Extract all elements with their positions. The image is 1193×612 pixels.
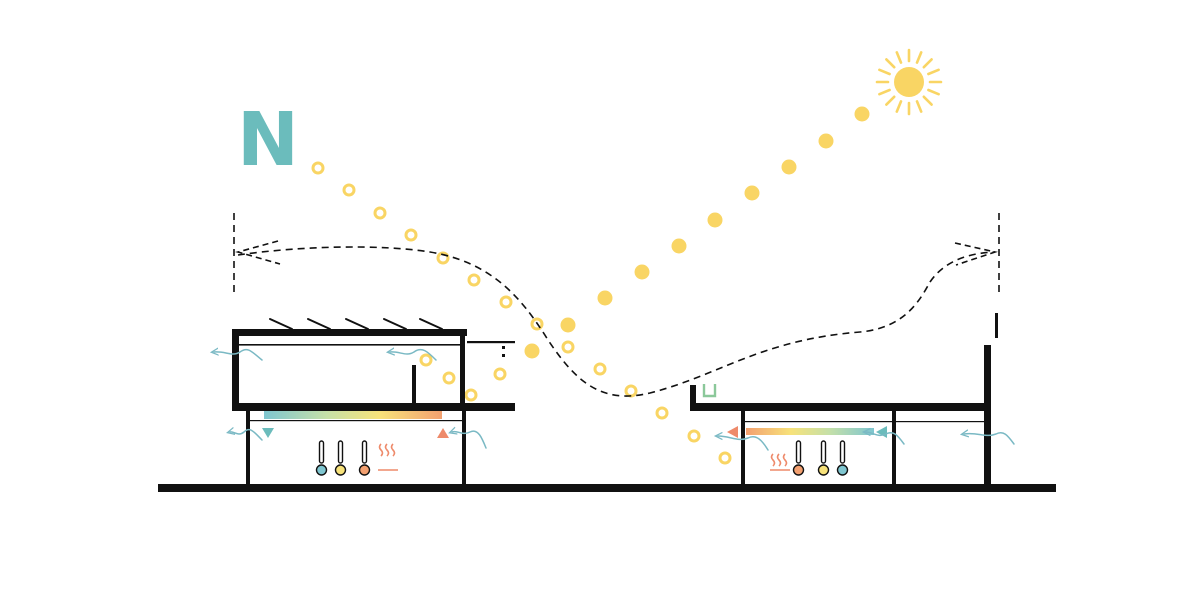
roof-garden-icon bbox=[702, 384, 717, 398]
sun-ray bbox=[878, 88, 891, 96]
sun-ray bbox=[885, 58, 896, 69]
sun-ray bbox=[927, 88, 940, 96]
sun-ray bbox=[885, 95, 896, 106]
warm-triangle-icon bbox=[727, 426, 738, 438]
sun-path-hollow-dots bbox=[311, 161, 732, 465]
sun-ray bbox=[915, 100, 923, 113]
sun-path-ring bbox=[311, 161, 325, 175]
thermometer-cool-icon bbox=[315, 440, 328, 476]
cool-triangle-icon bbox=[876, 426, 887, 438]
thermometer-warm-icon bbox=[358, 440, 371, 476]
sun-path-dot bbox=[671, 238, 687, 254]
sun-path-ring bbox=[624, 384, 638, 398]
airflow-arrow-icon bbox=[866, 432, 905, 445]
right-temperature-gradient bbox=[746, 428, 874, 435]
sun-path-ring bbox=[342, 183, 356, 197]
airflow-arrow-icon bbox=[452, 431, 487, 449]
sun-path-ring bbox=[464, 388, 478, 402]
sun-path-dot bbox=[781, 159, 797, 175]
sun-path-ring bbox=[419, 353, 433, 367]
sun-ray bbox=[915, 51, 923, 64]
north-label: N bbox=[237, 97, 299, 183]
wind-arrowheads bbox=[235, 240, 998, 266]
airflow-arrow-icon bbox=[390, 350, 437, 361]
sun-path-ring bbox=[493, 367, 507, 381]
sun-path-ring bbox=[593, 362, 607, 376]
sun-path-ring bbox=[499, 295, 513, 309]
left-building bbox=[232, 329, 515, 486]
heat-waves-icon bbox=[770, 453, 790, 471]
left-thermometers bbox=[315, 440, 371, 476]
sun-path-dot bbox=[707, 212, 723, 228]
wind-flow-line bbox=[233, 213, 1000, 397]
sun-path-dot bbox=[744, 185, 760, 201]
sun-ray bbox=[895, 100, 903, 113]
airflow-arrow-icon bbox=[964, 433, 1015, 445]
sun-path-ring bbox=[404, 228, 418, 242]
sun-path-dot bbox=[634, 264, 650, 280]
right-building bbox=[690, 313, 998, 487]
sun-ray bbox=[922, 95, 933, 106]
thermometer-mild-icon bbox=[334, 440, 347, 476]
sun-path-dot bbox=[560, 317, 576, 333]
sun-path-ring bbox=[467, 273, 481, 287]
sun-path-ring bbox=[530, 317, 544, 331]
thermometer-cool-icon bbox=[836, 440, 849, 476]
ground-line bbox=[158, 484, 1056, 492]
sun-path-ring bbox=[718, 451, 732, 465]
airflow-arrow-icon bbox=[718, 436, 769, 451]
sun-ray bbox=[922, 58, 933, 69]
right-thermometers bbox=[792, 440, 849, 476]
sun-path-ring bbox=[655, 406, 669, 420]
sun-icon bbox=[875, 48, 943, 116]
sun-path-dot bbox=[597, 290, 613, 306]
heat-waves-icon bbox=[378, 443, 398, 471]
airflow-arrow-icon bbox=[214, 350, 263, 361]
thermometer-mild-icon bbox=[817, 440, 830, 476]
sun-path-ring bbox=[561, 340, 575, 354]
sun-path-dot bbox=[818, 133, 834, 149]
sun-path-ring bbox=[436, 251, 450, 265]
sun-path-dot bbox=[524, 343, 540, 359]
sun-path-ring bbox=[373, 206, 387, 220]
roof-shading-fins bbox=[269, 318, 443, 330]
sun-ray bbox=[927, 68, 940, 76]
sun-path-solid-dots bbox=[524, 106, 870, 359]
sun-ray bbox=[878, 68, 891, 76]
thermometer-warm-icon bbox=[792, 440, 805, 476]
sun-path-ring bbox=[687, 429, 701, 443]
cool-triangle-icon bbox=[262, 428, 274, 438]
sun-path-ring bbox=[442, 371, 456, 385]
warm-triangle-icon bbox=[437, 428, 449, 438]
left-temperature-gradient bbox=[264, 411, 442, 419]
airflow-arrow-icon bbox=[230, 430, 263, 441]
airflow-arrows bbox=[214, 350, 1015, 451]
sun-path-dot bbox=[854, 106, 870, 122]
sun-ray bbox=[895, 51, 903, 64]
